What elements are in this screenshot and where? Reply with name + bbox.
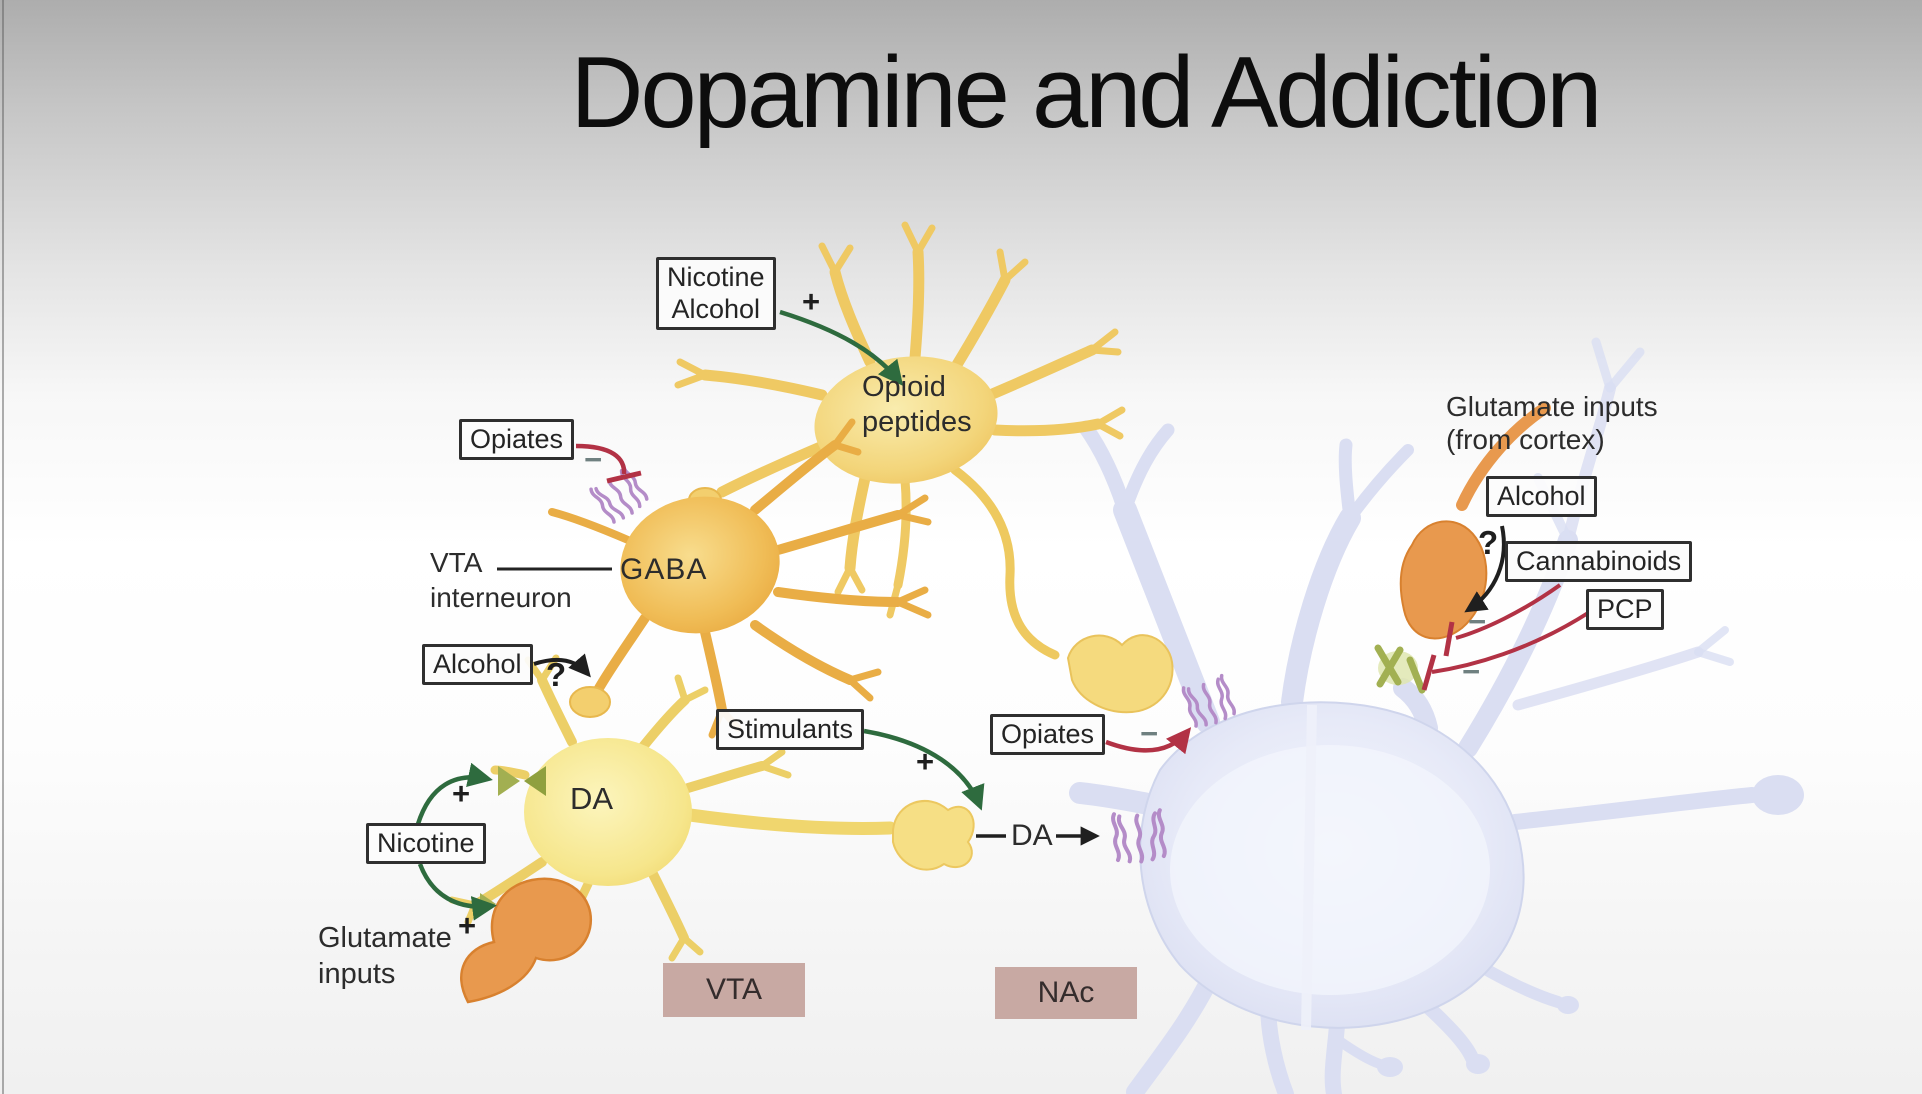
opiates-nac-box: Opiates xyxy=(990,714,1106,755)
arrow-opiates-to-nac-receptor xyxy=(1105,727,1192,755)
da-release-label: DA xyxy=(1011,819,1053,852)
nac-neuron xyxy=(1069,337,1804,1094)
nicotine-alcohol-line2: Alcohol xyxy=(671,294,761,324)
arrow-opiates-to-gaba xyxy=(575,443,627,475)
opioid-peptides-label: Opioid peptides xyxy=(862,370,972,440)
glutamate-cortex-line2: (from cortex) xyxy=(1446,424,1605,455)
nicotine-alcohol-box: Nicotine Alcohol xyxy=(656,257,776,330)
stimulants-box: Stimulants xyxy=(716,709,865,750)
vta-interneuron-label: VTA interneuron xyxy=(430,545,572,615)
da-axon xyxy=(683,808,897,835)
page-title: Dopamine and Addiction xyxy=(570,37,1603,149)
glutamate-inputs-label: Glutamate inputs xyxy=(318,920,452,992)
arrow-alcohol-to-cortex-terminal xyxy=(1464,525,1506,613)
opioid-terminal xyxy=(1066,634,1174,714)
glutamate-terminal-left xyxy=(460,877,593,1004)
connectors xyxy=(415,309,1590,921)
opioid-peptides-line2: peptides xyxy=(862,406,972,438)
glutamate-receptor-green-nac xyxy=(1374,644,1426,694)
alcohol-nac-box: Alcohol xyxy=(1486,476,1597,517)
cannabinoids-box: Cannabinoids xyxy=(1505,541,1693,582)
arrow-nicotine-to-glutamate-terminal xyxy=(417,863,497,921)
question-mark-alcohol-vta: ? xyxy=(546,656,567,693)
glutamate-cortex-line1: Glutamate inputs xyxy=(1446,391,1658,422)
vta-region-tag: VTA xyxy=(663,963,805,1017)
arrow-nicotine-to-da-receptor xyxy=(415,762,493,825)
opioid-axon-to-nac xyxy=(950,465,1174,714)
tbar-pcp xyxy=(1421,654,1437,691)
plus-sign-nicotine-up: + xyxy=(452,776,471,811)
alcohol-vta-box: Alcohol xyxy=(422,644,533,685)
arrow-stimulants-to-da-terminal xyxy=(863,728,985,811)
da-soma-label: DA xyxy=(570,781,614,816)
minus-sign-cannabinoids: − xyxy=(1468,604,1487,639)
arrow-pcp-to-synapse xyxy=(1431,611,1590,674)
plus-sign-stimulants: + xyxy=(916,744,935,779)
nicotine-box: Nicotine xyxy=(366,823,486,864)
question-mark-alcohol-nac: ? xyxy=(1478,524,1499,561)
tbar-opiates-vta xyxy=(606,470,642,484)
vta-interneuron-line2: interneuron xyxy=(430,582,572,613)
da-cell-body xyxy=(524,738,692,886)
plus-sign-opioid: + xyxy=(802,284,821,319)
opioid-peptides-line1: Opioid xyxy=(862,371,946,403)
arrow-alcohol-to-gaba-terminal xyxy=(533,653,591,678)
slide-edge-line xyxy=(2,0,4,1094)
tbar-cannabinoids xyxy=(1443,621,1455,657)
glutamate-cortex-label: Glutamate inputs (from cortex) xyxy=(1446,390,1658,456)
nicotinic-receptor-green xyxy=(498,766,546,796)
da-terminal xyxy=(892,800,975,871)
pcp-box: PCP xyxy=(1586,589,1664,630)
gaba-terminal xyxy=(569,686,611,718)
gaba-label: GABA xyxy=(620,553,708,586)
minus-sign-opiates-nac: − xyxy=(1140,716,1159,751)
nac-region-tag: NAc xyxy=(995,967,1137,1019)
vta-interneuron-line1: VTA xyxy=(430,547,483,578)
plus-sign-nicotine-down: + xyxy=(458,908,477,943)
glutamate-inputs-line2: inputs xyxy=(318,958,396,990)
glutamate-inputs-line1: Glutamate xyxy=(318,922,452,954)
arrow-nicotine-alcohol-to-opioid xyxy=(779,309,904,386)
minus-sign-pcp: − xyxy=(1462,654,1481,689)
nicotine-alcohol-line1: Nicotine xyxy=(667,262,765,292)
minus-sign-opiates-vta: − xyxy=(584,442,603,477)
arrow-cannabinoids-to-synapse xyxy=(1455,583,1562,640)
gaba-cell-body xyxy=(620,496,780,634)
opiates-vta-box: Opiates xyxy=(459,419,575,460)
